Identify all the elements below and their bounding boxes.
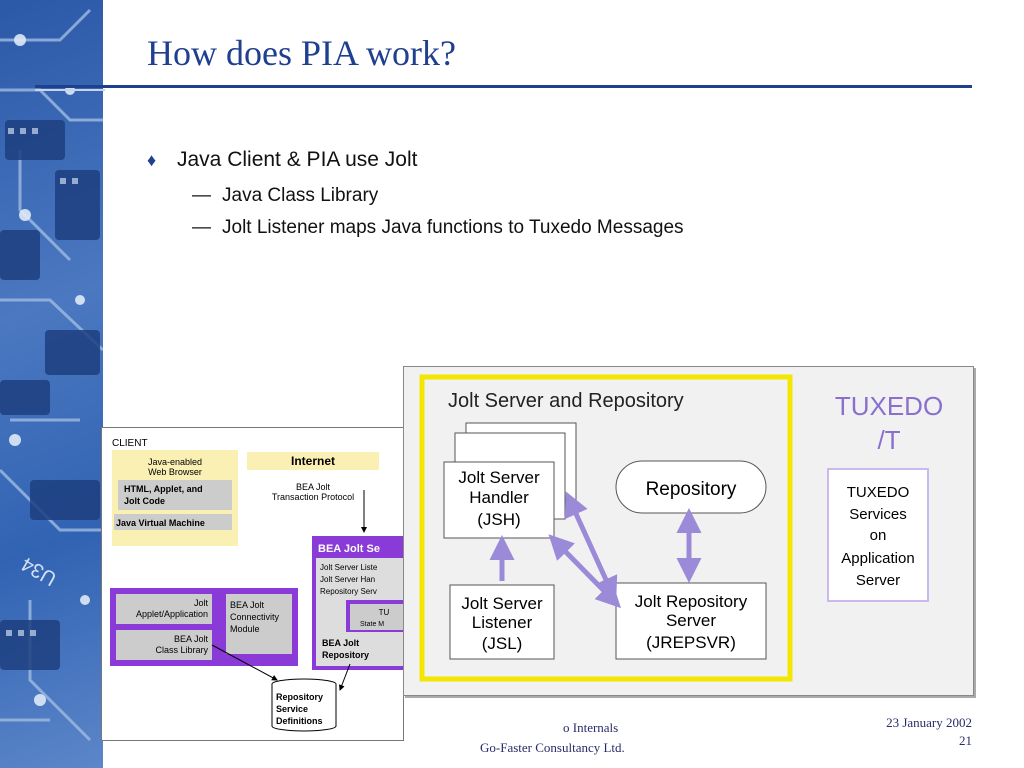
circuit-board-sidebar: U34 — [0, 0, 103, 768]
tuxedo-label-1: TUXEDO — [835, 391, 943, 421]
diamond-bullet-icon: ♦ — [147, 150, 157, 170]
class-library-arrow — [211, 644, 278, 681]
browser-label-1: Java-enabled — [148, 457, 202, 467]
svg-text:U34: U34 — [18, 552, 61, 589]
jsh-label-2: Handler — [469, 488, 529, 507]
rsd-cylinder — [271, 684, 337, 732]
state-label-2: State M — [360, 621, 384, 628]
tuxedo-label-2: /T — [877, 425, 900, 455]
applet-label-2: Applet/Application — [136, 609, 208, 619]
jolt-server-frame — [419, 374, 793, 682]
repository-label: Repository — [646, 479, 737, 500]
services-label-4: Application — [841, 550, 914, 567]
connectivity-label-1: BEA Jolt — [230, 600, 265, 610]
applet-inner-box — [116, 594, 212, 624]
repository-label-2: Repository — [322, 650, 369, 660]
jsh-jrepsvr-arrow-2 — [548, 534, 622, 609]
tuxedo-jolt-diagram: Jolt Server and Repository Jolt Server H… — [403, 366, 974, 696]
state-label-1: TU — [379, 608, 390, 617]
class-library-label-2: Class Library — [155, 645, 208, 655]
html-applet-label-2: Jolt Code — [124, 496, 165, 506]
server-label-2: Jolt Server Han — [320, 575, 375, 584]
internet-label: Internet — [291, 454, 335, 468]
applet-label-1: Jolt — [194, 598, 209, 608]
server-label-3: Repository Serv — [320, 587, 377, 596]
jsl-label-3: (JSL) — [482, 634, 523, 653]
jolt-server-title: Jolt Server and Repository — [448, 390, 684, 412]
footer-course-title: o Internals — [563, 720, 619, 735]
browser-label-2: Web Browser — [148, 467, 202, 477]
footer-company: Go-Faster Consultancy Ltd. — [480, 740, 625, 755]
circuit-board-image: U34 — [0, 8, 103, 742]
connectivity-label-2: Connectivity — [230, 612, 280, 622]
footer-date: 23 January 2002 — [886, 715, 972, 730]
client-architecture-diagram: CLIENT Java-enabled Web Browser HTML, Ap… — [101, 427, 404, 741]
bullet-sub-1-text: Java Class Library — [222, 185, 379, 206]
tuxedo-services-box — [827, 468, 929, 602]
jsl-label-2: Listener — [472, 613, 533, 632]
jrepsvr-label-3: (JREPSVR) — [646, 633, 736, 652]
dash-bullet-icon: — — [192, 217, 211, 238]
jsl-label-1: Jolt Server — [461, 594, 543, 613]
class-library-box — [116, 630, 212, 660]
rsd-label-2: Service — [276, 704, 308, 714]
repository-label-1: BEA Jolt — [322, 638, 359, 648]
class-library-label-1: BEA Jolt — [174, 634, 209, 644]
state-box — [350, 604, 403, 630]
repository-arrow — [338, 663, 351, 691]
services-label-5: Server — [856, 572, 900, 589]
html-applet-box — [118, 480, 232, 510]
jsl-box — [449, 584, 555, 660]
rsd-label-1: Repository — [276, 692, 323, 702]
jsh-label-1: Jolt Server — [458, 468, 540, 487]
title-rule-highlight — [35, 89, 105, 91]
jrepsvr-label-1: Jolt Repository — [635, 592, 748, 611]
jrepsvr-box — [615, 582, 767, 660]
jvm-box — [114, 514, 232, 530]
jsh-label-3: (JSH) — [477, 510, 520, 529]
title-rule — [35, 85, 972, 88]
slide-title: How does PIA work? — [147, 33, 456, 73]
dash-bullet-icon: — — [192, 185, 211, 206]
server-label-1: Jolt Server Liste — [320, 563, 378, 572]
protocol-label-1: BEA Jolt — [296, 482, 331, 492]
bullet-sub-2-text: Jolt Listener maps Java functions to Tux… — [222, 217, 684, 238]
services-label-2: Services — [849, 506, 907, 523]
jvm-label: Java Virtual Machine — [116, 518, 205, 528]
connectivity-box — [226, 594, 292, 654]
rsd-label-3: Definitions — [276, 716, 323, 726]
connectivity-label-3: Module — [230, 624, 260, 634]
services-label-1: TUXEDO — [847, 484, 910, 501]
internet-box — [247, 452, 379, 470]
footer-page-number: 21 — [959, 733, 972, 748]
protocol-label-2: Transaction Protocol — [272, 492, 354, 502]
bullet-main-text: Java Client & PIA use Jolt — [177, 148, 418, 171]
jrepsvr-label-2: Server — [666, 611, 716, 630]
html-applet-label-1: HTML, Applet, and — [124, 484, 203, 494]
footer-right: 23 January 2002 21 — [886, 714, 972, 750]
client-label: CLIENT — [112, 438, 148, 449]
services-label-3: on — [870, 527, 887, 544]
jolt-server-header: BEA Jolt Se — [318, 543, 380, 555]
